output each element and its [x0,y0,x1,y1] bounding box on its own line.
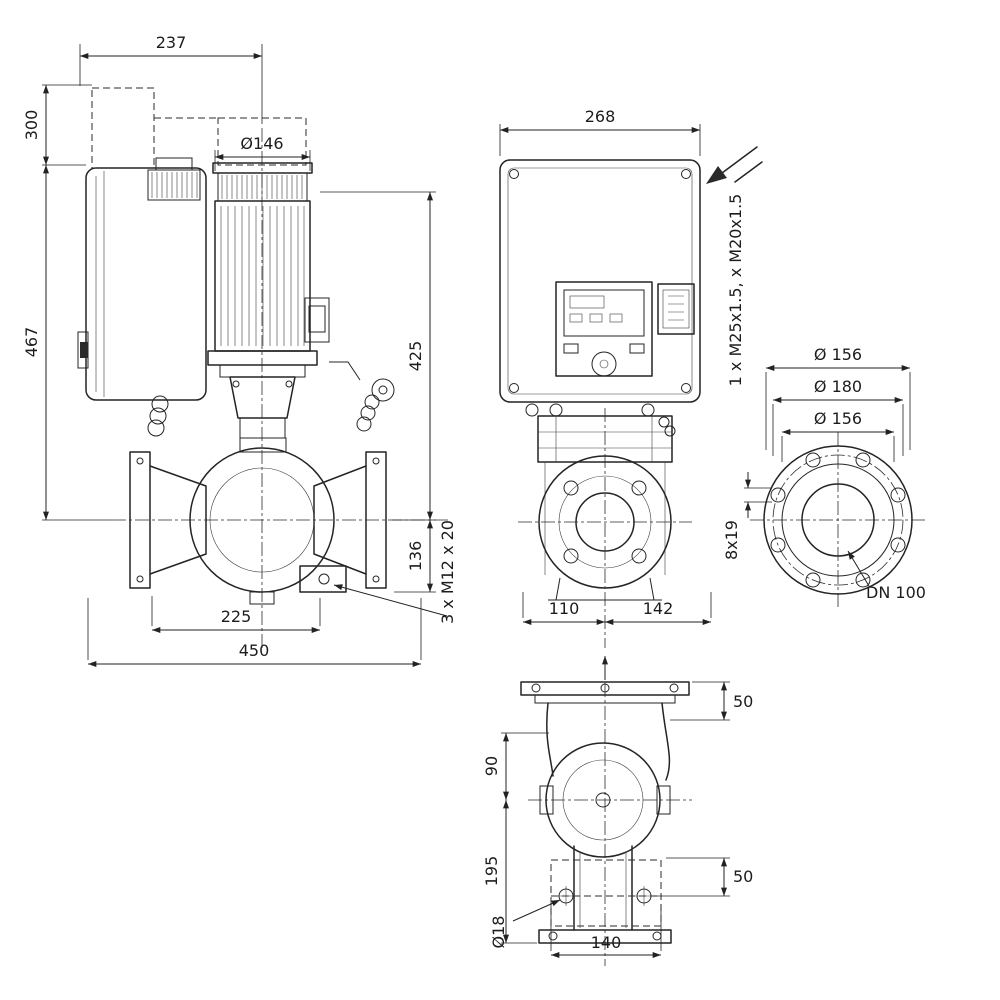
dim-18-label: Ø18 [489,916,508,949]
dim-450-label: 450 [239,641,270,660]
dim-110-label: 110 [549,599,580,618]
bolt-hole [631,480,647,496]
pump-housing [129,437,387,605]
dim-90-label: 90 [482,756,501,776]
dim-195-label: 195 [482,856,501,887]
plug-connector [657,283,695,335]
dim-237-label: 237 [156,33,187,52]
dim-156-inner-label: Ø 156 [814,409,862,428]
bolt-hole [563,548,579,564]
front-dimensions: 268 1 x M25x1.5, x M20x1.5 110 142 [499,107,745,625]
dim-300-label: 300 [22,110,41,141]
dim-180-label: Ø 180 [814,377,862,396]
cable-gland [549,403,563,417]
control-box [499,159,701,403]
bolt-hole [890,537,906,553]
clearance-outline [91,87,155,169]
dim-268-label: 268 [585,107,616,126]
corner-screw [509,383,519,393]
control-knob [591,351,617,377]
motor [207,162,330,439]
dim-140-label: 140 [591,933,622,952]
dim-146-label: Ø146 [240,134,283,153]
suction-flange [520,681,690,704]
flange-view [750,432,926,608]
display-module [555,281,653,377]
gland-note-label: 1 x M25x1.5, x M20x1.5 [726,194,745,387]
side-dimensions: 237 300 467 Ø146 425 136 3 x M12 x 20 22… [22,33,457,667]
flange-dimensions: Ø 156 Ø 180 Ø 156 8x19 DN 100 [722,345,926,602]
dim-dn100-label: DN 100 [866,583,926,602]
pump-feet [550,859,662,927]
coiled-cables [147,361,395,437]
dim-50-top-label: 50 [733,692,753,711]
bottom-view [520,656,692,966]
dim-225-label: 225 [221,607,252,626]
front-view [499,146,763,648]
bolt-hole [563,480,579,496]
bolt-hole [770,537,786,553]
gland-and-motor-front [516,401,684,463]
dim-50-bottom-label: 50 [733,867,753,886]
dim-467-label: 467 [22,327,41,358]
corner-screw [509,169,519,179]
corner-arrow-icon [706,146,763,184]
bolt-hole [805,572,821,588]
bottom-dimensions: 50 90 195 50 Ø18 140 [482,681,753,958]
dim-136-label: 136 [406,541,425,572]
dim-142-label: 142 [643,599,674,618]
dim-8x19-label: 8x19 [722,520,741,560]
bolt-hole [855,572,871,588]
bolt-hole [890,487,906,503]
dim-425-label: 425 [406,341,425,372]
cable-gland [525,403,539,417]
bolt-hole [631,548,647,564]
cable-gland [641,403,655,417]
dim-thread-label: 3 x M12 x 20 [438,520,457,624]
bolt-hole [770,487,786,503]
side-view [77,87,448,650]
dim-156-outer-label: Ø 156 [814,345,862,364]
bolt-hole [855,452,871,468]
electronics-module [77,157,207,401]
corner-screw [681,383,691,393]
bolt-hole [805,452,821,468]
corner-screw [681,169,691,179]
